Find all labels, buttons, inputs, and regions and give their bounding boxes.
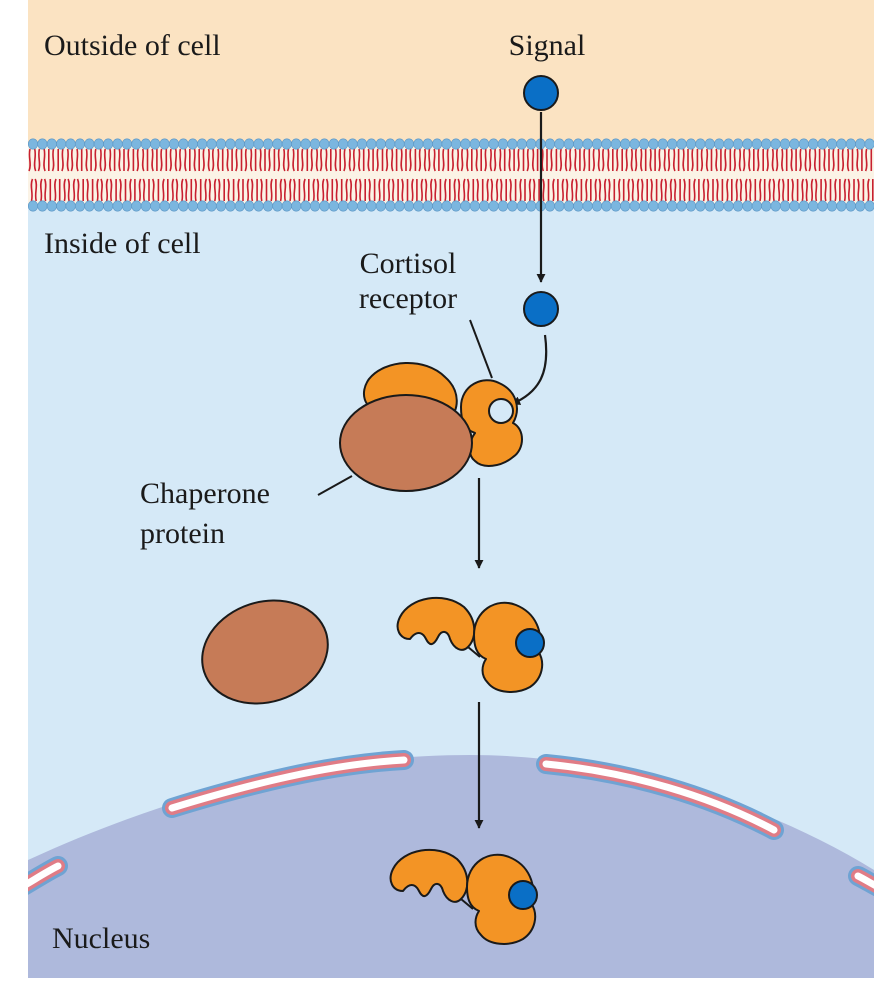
- signal-molecule-nuclear: [508, 880, 538, 910]
- receptor-leader-line: [469, 319, 493, 379]
- cortisol-receptor-label-line2: receptor: [359, 282, 457, 315]
- plasma-membrane: [28, 138, 874, 212]
- cortisol-receptor-label-line1: Cortisol: [360, 247, 457, 280]
- signal-label: Signal: [509, 29, 586, 62]
- activated-receptor: [396, 596, 545, 693]
- signal-molecule-bound: [515, 628, 545, 658]
- chaperone-protein-label-line2: protein: [140, 517, 225, 550]
- receptor-in-nucleus: [389, 848, 538, 945]
- chaperone-leader-line: [317, 475, 353, 496]
- chaperone-protein-label-line1: Chaperone: [140, 477, 270, 510]
- nucleus-label: Nucleus: [52, 922, 150, 955]
- signal-molecule-inside: [523, 291, 559, 327]
- extracellular-region: [28, 0, 874, 145]
- arrow-signal-to-receptor: [511, 334, 548, 406]
- chaperone-protein-released: [201, 599, 329, 705]
- chaperone-protein-bound: [339, 394, 473, 492]
- signal-molecule-outside: [523, 75, 559, 111]
- outside-of-cell-label: Outside of cell: [44, 29, 221, 62]
- inside-of-cell-label: Inside of cell: [44, 227, 201, 260]
- nuclear-envelope: [28, 750, 874, 897]
